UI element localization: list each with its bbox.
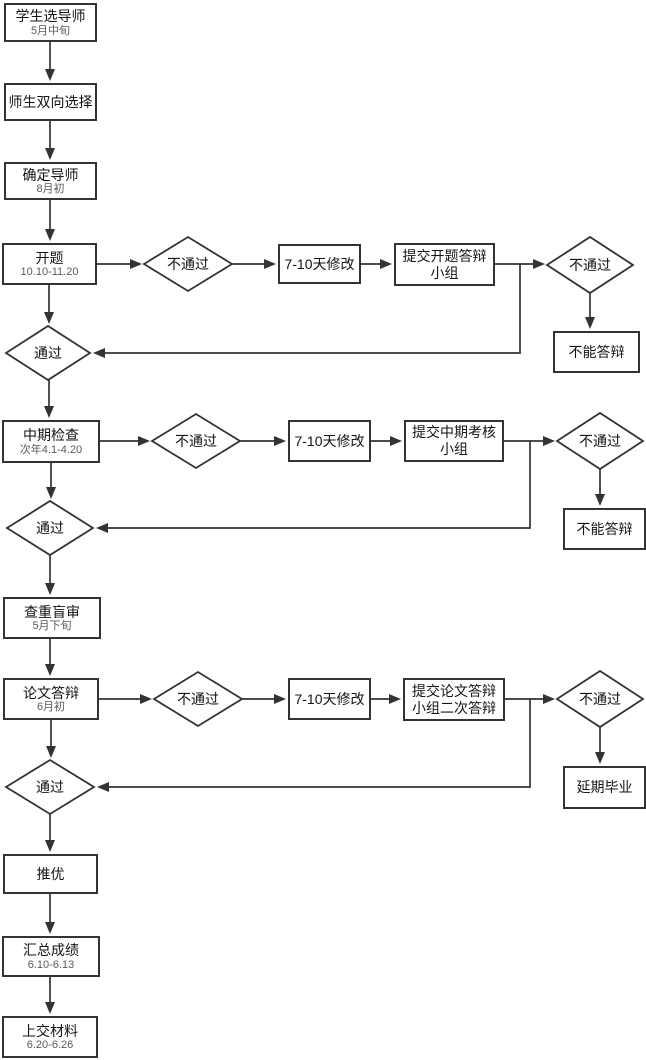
decision-fail-proposal (142, 235, 234, 293)
decision-fail-midterm-2 (555, 411, 645, 471)
node-date: 10.10-11.20 (20, 266, 79, 279)
node-label: 提交中期考核 小组 (412, 424, 496, 457)
node-revise-midterm: 7-10天修改 (288, 420, 371, 462)
decision-label-pass-proposal: 通过 (34, 345, 62, 361)
node-label: 提交论文答辩 小组二次答辩 (412, 682, 496, 716)
node-submit-defense-group: 提交论文答辩 小组二次答辩 (403, 678, 505, 721)
node-submit-midterm-group: 提交中期考核 小组 (404, 420, 504, 462)
node-confirm-advisor: 确定导师 8月初 (4, 162, 97, 200)
node-date: 次年4.1-4.20 (19, 443, 83, 456)
node-delayed-graduation: 延期毕业 (563, 766, 646, 809)
decision-fail-defense (152, 670, 244, 728)
decision-pass-midterm (5, 499, 95, 557)
decision-label-fail-defense-2: 不通过 (579, 691, 621, 707)
node-midterm-check: 中期检查 次年4.1-4.20 (2, 420, 100, 463)
node-label: 学生选导师 (15, 8, 86, 25)
node-submit-proposal-group: 提交开题答辩 小组 (394, 243, 495, 286)
node-excellence: 推优 (3, 854, 98, 894)
node-date: 8月初 (36, 183, 65, 196)
arrow-submit3-back-to-pass3 (97, 699, 531, 792)
node-no-defense-midterm: 不能答辩 (563, 508, 646, 550)
node-label: 中期检查 (23, 427, 79, 444)
node-label: 论文答辩 (23, 684, 79, 701)
node-date: 6月初 (36, 701, 66, 714)
decision-fail-proposal-2 (545, 235, 635, 295)
node-mutual-selection: 师生双向选择 (4, 83, 97, 121)
decision-label-fail-midterm-2: 不通过 (579, 433, 621, 449)
node-summary-scores: 汇总成绩 6.10-6.13 (2, 936, 100, 977)
node-label: 7-10天修改 (284, 255, 355, 272)
decision-label-fail-proposal: 不通过 (167, 256, 209, 272)
decision-fail-defense-2 (555, 669, 645, 729)
node-no-defense-proposal: 不能答辩 (553, 331, 640, 373)
node-blind-review: 查重盲审 5月下旬 (3, 597, 101, 639)
node-date: 5月下旬 (32, 620, 72, 633)
node-label: 推优 (36, 865, 65, 882)
decision-label-fail-defense: 不通过 (177, 691, 219, 707)
node-submit-materials: 上交材料 6.20-6.26 (2, 1016, 98, 1058)
node-select-advisor: 学生选导师 5月中旬 (4, 3, 97, 42)
decision-pass-proposal (4, 324, 92, 382)
node-date: 6.20-6.26 (26, 1039, 74, 1052)
decision-label-pass-midterm: 通过 (36, 520, 64, 536)
node-label: 不能答辩 (568, 343, 625, 360)
node-revise-proposal: 7-10天修改 (278, 244, 361, 284)
node-label: 确定导师 (22, 166, 79, 183)
node-label: 延期毕业 (576, 779, 633, 796)
node-label: 汇总成绩 (23, 942, 79, 959)
decision-label-fail-midterm: 不通过 (175, 433, 217, 449)
decision-label-pass-defense: 通过 (36, 779, 64, 795)
arrow-submit2-back-to-pass2 (96, 441, 531, 533)
node-date: 5月中旬 (30, 24, 71, 37)
node-label: 7-10天修改 (294, 432, 365, 449)
node-label: 查重盲审 (24, 603, 80, 620)
node-label: 提交开题答辩 小组 (402, 247, 487, 281)
decision-label-fail-proposal-2: 不通过 (569, 257, 611, 273)
node-label: 7-10天修改 (294, 690, 365, 707)
node-revise-defense: 7-10天修改 (288, 678, 371, 720)
node-label: 师生双向选择 (8, 93, 93, 110)
node-proposal: 开题 10.10-11.20 (2, 243, 97, 285)
decision-fail-midterm (150, 412, 242, 470)
node-thesis-defense: 论文答辩 6月初 (3, 678, 99, 720)
arrow-submit1-back-to-pass1 (93, 264, 521, 358)
node-label: 开题 (35, 249, 64, 266)
node-date: 6.10-6.13 (27, 958, 75, 971)
node-label: 不能答辩 (576, 520, 633, 537)
node-label: 上交材料 (22, 1022, 78, 1039)
decision-pass-defense (4, 758, 96, 816)
